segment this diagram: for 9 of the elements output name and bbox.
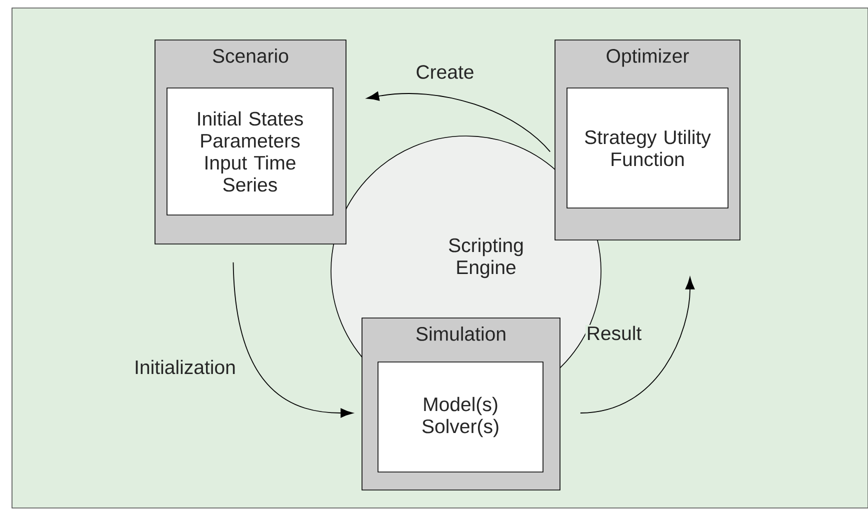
edge-label: Initialization: [133, 358, 237, 376]
content-box: Strategy Utility Function: [566, 88, 728, 208]
content-box: Model(s) Solver(s): [378, 362, 544, 472]
edge-label: Create: [414, 64, 476, 80]
edge-label: Result: [585, 324, 643, 342]
arrow: [366, 92, 551, 152]
arrow: [580, 276, 695, 414]
arrow: [232, 262, 354, 418]
content-box: Initial States Parameters Input Time Series: [166, 88, 334, 216]
